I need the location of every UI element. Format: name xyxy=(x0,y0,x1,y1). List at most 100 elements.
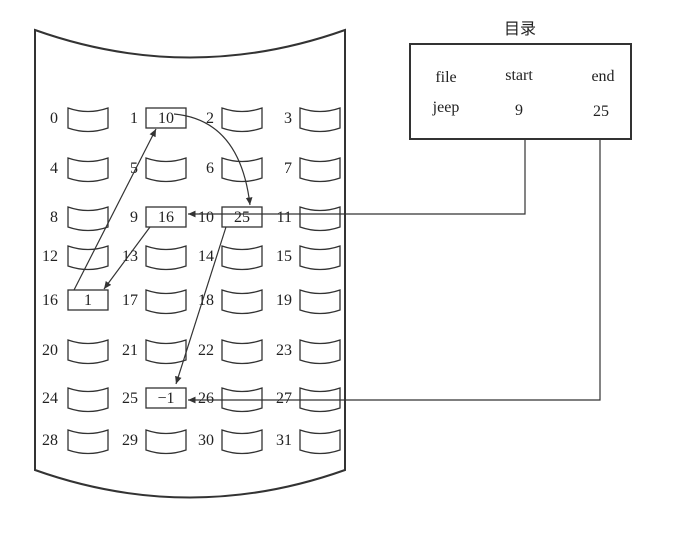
disk-block: 25 −1 xyxy=(122,387,187,409)
directory-header-start: start xyxy=(505,67,533,84)
block-number: 15 xyxy=(276,248,292,265)
block-number: 29 xyxy=(122,432,138,449)
block-number: 14 xyxy=(198,248,214,265)
disk-block: 8 xyxy=(50,206,109,232)
block-number: 23 xyxy=(276,342,292,359)
block-number: 17 xyxy=(122,292,138,309)
block-frame xyxy=(145,245,187,271)
block-number: 9 xyxy=(130,209,138,226)
disk-block: 28 xyxy=(42,429,109,455)
directory-file-name: jeep xyxy=(432,99,460,116)
disk-block: 30 xyxy=(198,429,263,455)
disk-block: 1 10 xyxy=(130,107,187,129)
block-frame xyxy=(145,206,187,228)
block-number: 27 xyxy=(276,390,292,407)
block-frame xyxy=(67,339,109,365)
block-number: 31 xyxy=(276,432,292,449)
block-frame xyxy=(67,387,109,413)
block-number: 19 xyxy=(276,292,292,309)
block-number: 22 xyxy=(198,342,214,359)
directory-header-file: file xyxy=(435,69,456,86)
block-number: 1 xyxy=(130,110,138,127)
block-number: 13 xyxy=(122,248,138,265)
end-pointer-arrow xyxy=(188,140,601,404)
disk-block: 5 xyxy=(130,157,187,183)
block-frame xyxy=(299,245,341,271)
block-frame xyxy=(221,429,263,455)
disk-block: 2 xyxy=(206,107,263,133)
block-number: 24 xyxy=(42,390,58,407)
block-frame xyxy=(299,339,341,365)
block-number: 28 xyxy=(42,432,58,449)
block-number: 7 xyxy=(284,160,292,177)
disk-block: 3 xyxy=(284,107,341,133)
block-frame xyxy=(67,157,109,183)
block-frame xyxy=(145,157,187,183)
block-number: 12 xyxy=(42,248,58,265)
pointer-arrows xyxy=(73,113,601,404)
block-number: 11 xyxy=(277,209,292,226)
block-frame xyxy=(67,429,109,455)
block-pointer-value: 16 xyxy=(158,209,174,226)
start-pointer-arrow xyxy=(188,140,526,218)
disk-block: 4 xyxy=(50,157,109,183)
block-number: 30 xyxy=(198,432,214,449)
disk-block: 29 xyxy=(122,429,187,455)
block-pointer-value: −1 xyxy=(157,390,174,407)
block-frame xyxy=(221,107,263,133)
block-frame xyxy=(67,245,109,271)
block-frame xyxy=(145,429,187,455)
block-pointer-value: 1 xyxy=(84,292,92,309)
disk-block: 22 xyxy=(198,339,263,365)
chain-arrow-1-10 xyxy=(173,113,253,206)
block-number: 20 xyxy=(42,342,58,359)
block-pointer-value: 10 xyxy=(158,110,174,127)
block-frame xyxy=(67,206,109,232)
block-number: 5 xyxy=(130,160,138,177)
disk-surface xyxy=(34,28,346,499)
directory-box xyxy=(409,43,632,140)
block-number: 6 xyxy=(206,160,214,177)
block-number: 0 xyxy=(50,110,58,127)
disk-block: 9 16 xyxy=(130,206,187,228)
disk-block: 21 xyxy=(122,339,187,365)
block-frame xyxy=(221,339,263,365)
directory-start-value: 9 xyxy=(515,102,523,119)
chain-arrow-16-1 xyxy=(73,128,157,291)
block-frame xyxy=(67,107,109,133)
block-frame xyxy=(221,289,263,315)
block-frame xyxy=(67,289,109,311)
disk-block: 17 xyxy=(122,289,187,315)
block-frame xyxy=(145,387,187,409)
disk-block: 0 xyxy=(50,107,109,133)
block-number: 3 xyxy=(284,110,292,127)
disk-block: 14 xyxy=(198,245,263,271)
disk-block: 15 xyxy=(276,245,341,271)
block-frame xyxy=(221,206,263,228)
disk-block: 18 xyxy=(198,289,263,315)
directory-header-end: end xyxy=(591,68,614,85)
block-frame xyxy=(145,289,187,315)
disk-block: 11 xyxy=(277,206,341,232)
directory-end-value: 25 xyxy=(593,103,609,120)
disk-block: 23 xyxy=(276,339,341,365)
chain-arrow-10-25 xyxy=(175,226,227,385)
block-number: 18 xyxy=(198,292,214,309)
block-number: 25 xyxy=(122,390,138,407)
block-number: 10 xyxy=(198,209,214,226)
block-number: 16 xyxy=(42,292,58,309)
chain-arrow-9-16 xyxy=(103,226,151,290)
block-frame xyxy=(145,339,187,365)
block-number: 8 xyxy=(50,209,58,226)
block-number: 2 xyxy=(206,110,214,127)
disk-block: 31 xyxy=(276,429,341,455)
disk-block: 7 xyxy=(284,157,341,183)
disk-block: 13 xyxy=(122,245,187,271)
block-frame xyxy=(299,157,341,183)
disk-block: 16 1 xyxy=(42,289,109,311)
block-frame xyxy=(145,107,187,129)
disk-block: 20 xyxy=(42,339,109,365)
